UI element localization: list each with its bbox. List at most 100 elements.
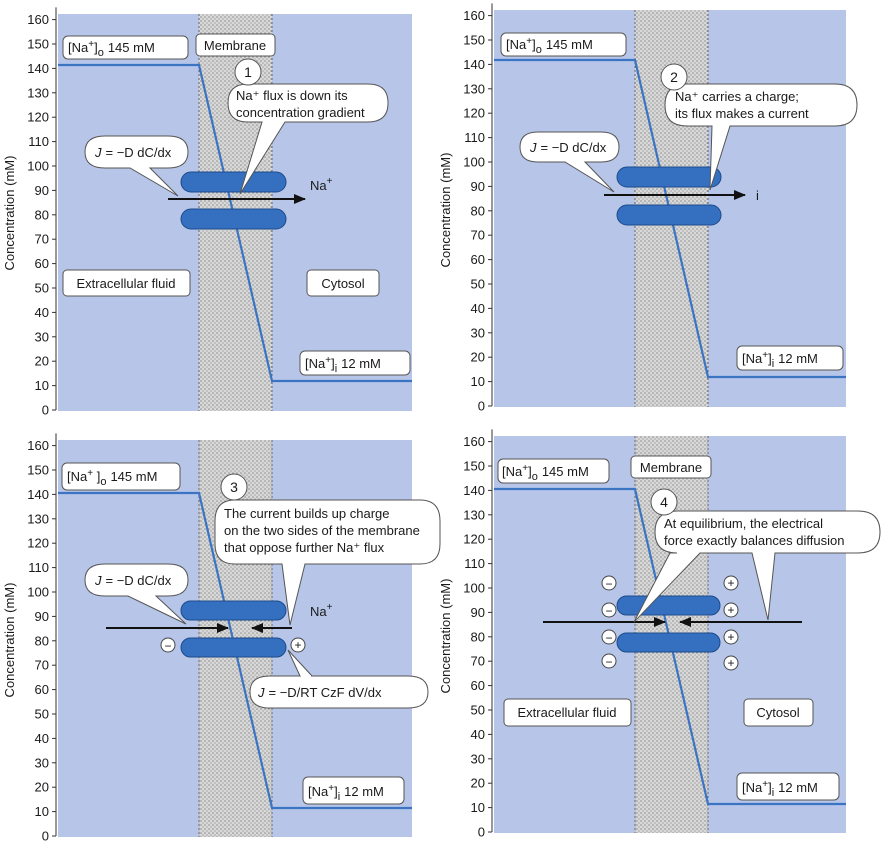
svg-text:−: − bbox=[605, 655, 612, 669]
y-tick-label: 130 bbox=[27, 511, 49, 526]
y-tick-label: 110 bbox=[28, 134, 49, 149]
svg-text:[Na+]i12 mM: [Na+]i12 mM bbox=[742, 350, 818, 370]
y-axis-label: Concentration (mM) bbox=[2, 583, 17, 698]
panel-4: 0102030405060708090100110120130140150160… bbox=[438, 429, 881, 840]
na-ion-label: Na+ bbox=[310, 176, 333, 193]
svg-text:J= −D dC/dx: J= −D dC/dx bbox=[94, 573, 172, 588]
y-tick-label: 50 bbox=[471, 703, 485, 718]
step-number: 3 bbox=[230, 479, 238, 495]
y-tick-label: 0 bbox=[478, 399, 485, 414]
svg-text:Membrane: Membrane bbox=[204, 38, 266, 53]
y-tick-label: 150 bbox=[27, 463, 49, 478]
y-tick-label: 30 bbox=[35, 755, 49, 770]
callout-line: concentration gradient bbox=[236, 105, 365, 120]
svg-text:J= −D/RT CzF dV/dx: J= −D/RT CzF dV/dx bbox=[257, 685, 382, 700]
svg-text:−: − bbox=[605, 631, 612, 645]
y-tick-label: 140 bbox=[27, 487, 49, 502]
y-tick-label: 90 bbox=[35, 183, 49, 198]
step-badge bbox=[220, 473, 248, 501]
y-tick-label: 140 bbox=[463, 57, 485, 72]
svg-text:[Na+]i12 mM: [Na+]i12 mM bbox=[305, 355, 381, 375]
y-tick-label: 140 bbox=[27, 61, 49, 76]
y-tick-label: 50 bbox=[471, 277, 485, 292]
svg-text:[Na+]i12 mM: [Na+]i12 mM bbox=[742, 779, 818, 799]
svg-text:Extracellular fluid: Extracellular fluid bbox=[77, 276, 176, 291]
svg-text:Cytosol: Cytosol bbox=[321, 276, 364, 291]
y-tick-label: 90 bbox=[35, 609, 49, 624]
callout-2: Na⁺ carries a charge; its flux makes a c… bbox=[660, 63, 858, 191]
y-tick-label: 60 bbox=[35, 256, 49, 271]
y-tick-label: 30 bbox=[471, 325, 485, 340]
svg-text:−: − bbox=[605, 604, 612, 618]
y-tick-label: 30 bbox=[471, 751, 485, 766]
y-tick-label: 110 bbox=[28, 560, 49, 575]
y-tick-label: 160 bbox=[27, 438, 49, 453]
negative-charge bbox=[160, 637, 176, 653]
y-tick-label: 70 bbox=[471, 654, 485, 669]
y-tick-label: 120 bbox=[27, 536, 49, 551]
y-tick-label: 50 bbox=[35, 707, 49, 722]
channel-bottom bbox=[180, 208, 287, 230]
y-tick-label: 0 bbox=[42, 829, 49, 844]
svg-text:Cytosol: Cytosol bbox=[756, 705, 799, 720]
y-tick-label: 20 bbox=[471, 776, 485, 791]
svg-text:Extracellular fluid: Extracellular fluid bbox=[518, 705, 617, 720]
y-tick-label: 80 bbox=[471, 203, 485, 218]
y-tick-label: 10 bbox=[35, 804, 49, 819]
step-number: 1 bbox=[244, 64, 252, 80]
extracellular-label: Extracellular fluid bbox=[62, 269, 191, 297]
y-axis-label: Concentration (mM) bbox=[2, 156, 17, 271]
y-tick-label: 30 bbox=[35, 329, 49, 344]
y-tick-label: 60 bbox=[35, 682, 49, 697]
y-tick-label: 70 bbox=[471, 228, 485, 243]
callout-3: The current builds up charge on the two … bbox=[214, 473, 441, 626]
svg-text:J= −D dC/dx: J= −D dC/dx bbox=[529, 140, 607, 155]
callout-line: Na⁺ carries a charge; bbox=[675, 89, 799, 104]
svg-text:+: + bbox=[727, 630, 734, 644]
callout-line: its flux makes a current bbox=[675, 106, 809, 121]
step-number: 2 bbox=[670, 69, 678, 85]
y-tick-label: 150 bbox=[27, 37, 49, 52]
negative-charge-sign: − bbox=[164, 639, 171, 653]
y-tick-label: 90 bbox=[471, 605, 485, 620]
y-tick-label: 100 bbox=[27, 585, 49, 600]
fick-equation-bubble: J= −D dC/dx bbox=[84, 135, 189, 197]
callout-line: Na⁺ flux is down its bbox=[236, 88, 348, 103]
na-ion-label: Na+ bbox=[310, 602, 333, 619]
svg-text:J= −D dC/dx: J= −D dC/dx bbox=[94, 145, 172, 160]
callout-line: The current builds up charge bbox=[224, 506, 389, 521]
negative-charges: − − − − bbox=[601, 575, 617, 669]
y-tick-label: 160 bbox=[463, 434, 485, 449]
y-tick-label: 80 bbox=[35, 207, 49, 222]
y-tick-label: 10 bbox=[471, 800, 485, 815]
svg-text:+: + bbox=[727, 656, 734, 670]
fick-equation-bubble: J= −D dC/dx bbox=[84, 563, 189, 625]
y-tick-label: 0 bbox=[42, 403, 49, 418]
y-tick-label: 10 bbox=[471, 374, 485, 389]
step-badge bbox=[650, 488, 678, 516]
channel-top bbox=[180, 600, 287, 621]
y-tick-label: 70 bbox=[35, 232, 49, 247]
step-badge bbox=[234, 58, 262, 86]
positive-charges: + + + + bbox=[723, 575, 739, 671]
y-tick-label: 90 bbox=[471, 179, 485, 194]
y-tick-label: 150 bbox=[463, 33, 485, 48]
y-tick-label: 130 bbox=[27, 85, 49, 100]
y-tick-label: 40 bbox=[471, 301, 485, 316]
y-tick-label: 120 bbox=[463, 532, 485, 547]
panel-1: 0102030405060708090100110120130140150160… bbox=[2, 7, 412, 418]
y-tick-label: 100 bbox=[27, 159, 49, 174]
y-tick-label: 20 bbox=[471, 350, 485, 365]
current-label: i bbox=[756, 188, 759, 203]
panel-2: 0102030405060708090100110120130140150160… bbox=[438, 3, 858, 414]
y-tick-label: 40 bbox=[35, 731, 49, 746]
channel-bottom bbox=[616, 632, 721, 653]
